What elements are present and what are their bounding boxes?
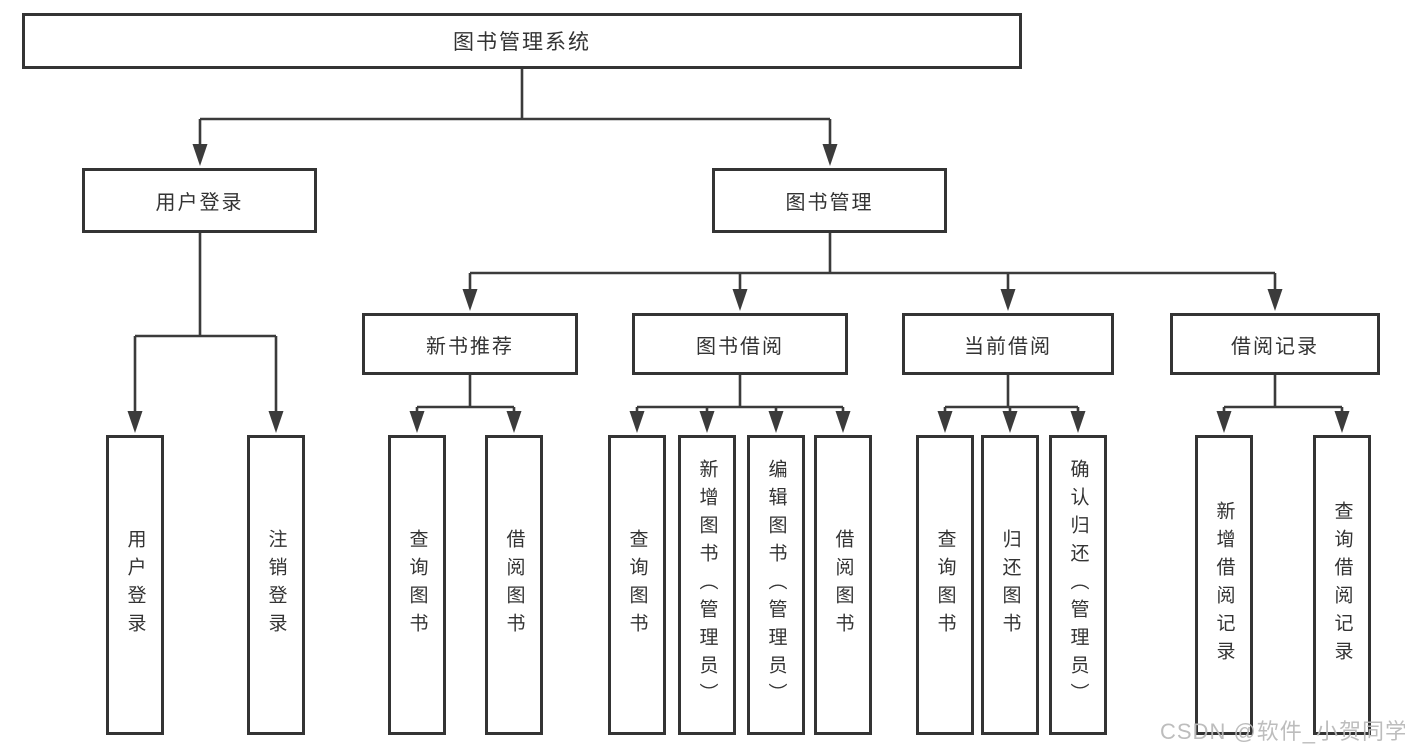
node-current-borrowing: 当前借阅 — [902, 313, 1114, 375]
leaf-label: 查询图书 — [626, 529, 648, 641]
connector-root-to-level2 — [192, 69, 838, 166]
leaf-label: 归还图书 — [999, 529, 1021, 641]
leaf-add-borrow-record: 新增借阅记录 — [1195, 435, 1253, 735]
leaf-label: 确认归还（管理员） — [1067, 459, 1089, 711]
connector-current-borrowing-to-leaves — [937, 375, 1086, 433]
leaf-label: 新增图书（管理员） — [696, 459, 718, 711]
leaf-user-login: 用户登录 — [106, 435, 164, 735]
node-label: 借阅记录 — [1231, 335, 1319, 358]
node-label: 图书管理系统 — [453, 31, 591, 54]
csdn-watermark: CSDN @软件_小贺同学 — [1160, 719, 1405, 744]
node-label: 新书推荐 — [426, 335, 514, 358]
leaf-return-books: 归还图书 — [981, 435, 1039, 735]
node-label: 用户登录 — [155, 192, 244, 214]
leaf-logout: 注销登录 — [247, 435, 305, 735]
node-label: 图书管理 — [785, 192, 874, 214]
leaf-label: 编辑图书（管理员） — [765, 459, 787, 711]
leaf-borrow-books-recommend: 借阅图书 — [485, 435, 543, 735]
node-new-book-recommendation: 新书推荐 — [362, 313, 578, 375]
node-label: 当前借阅 — [964, 335, 1052, 358]
leaf-query-borrow-record: 查询借阅记录 — [1313, 435, 1371, 735]
leaf-query-books-recommend: 查询图书 — [388, 435, 446, 735]
connector-book-borrowing-to-leaves — [629, 375, 851, 433]
node-borrowing-records: 借阅记录 — [1170, 313, 1380, 375]
connector-new-book-recommendation-to-leaves — [409, 375, 522, 433]
leaf-edit-books-admin: 编辑图书（管理员） — [747, 435, 805, 735]
leaf-label: 借阅图书 — [832, 529, 854, 641]
connector-book-management-to-level3 — [462, 233, 1283, 311]
node-book-borrowing: 图书借阅 — [632, 313, 848, 375]
node-label: 图书借阅 — [696, 335, 784, 358]
leaf-query-books-borrowing: 查询图书 — [608, 435, 666, 735]
leaf-label: 查询图书 — [406, 529, 428, 641]
leaf-borrow-books: 借阅图书 — [814, 435, 872, 735]
leaf-label: 查询图书 — [934, 529, 956, 641]
leaf-confirm-return-admin: 确认归还（管理员） — [1049, 435, 1107, 735]
leaf-label: 注销登录 — [265, 529, 287, 641]
connector-borrowing-records-to-leaves — [1216, 375, 1350, 433]
leaf-label: 新增借阅记录 — [1213, 501, 1235, 669]
leaf-add-books-admin: 新增图书（管理员） — [678, 435, 736, 735]
leaf-query-books-current: 查询图书 — [916, 435, 974, 735]
node-book-management: 图书管理 — [712, 168, 947, 233]
connector-user-login-to-leaves — [127, 233, 284, 433]
node-library-management-system: 图书管理系统 — [22, 13, 1022, 69]
node-user-login: 用户登录 — [82, 168, 317, 233]
leaf-label: 查询借阅记录 — [1331, 501, 1353, 669]
leaf-label: 用户登录 — [124, 529, 146, 641]
leaf-label: 借阅图书 — [503, 529, 525, 641]
